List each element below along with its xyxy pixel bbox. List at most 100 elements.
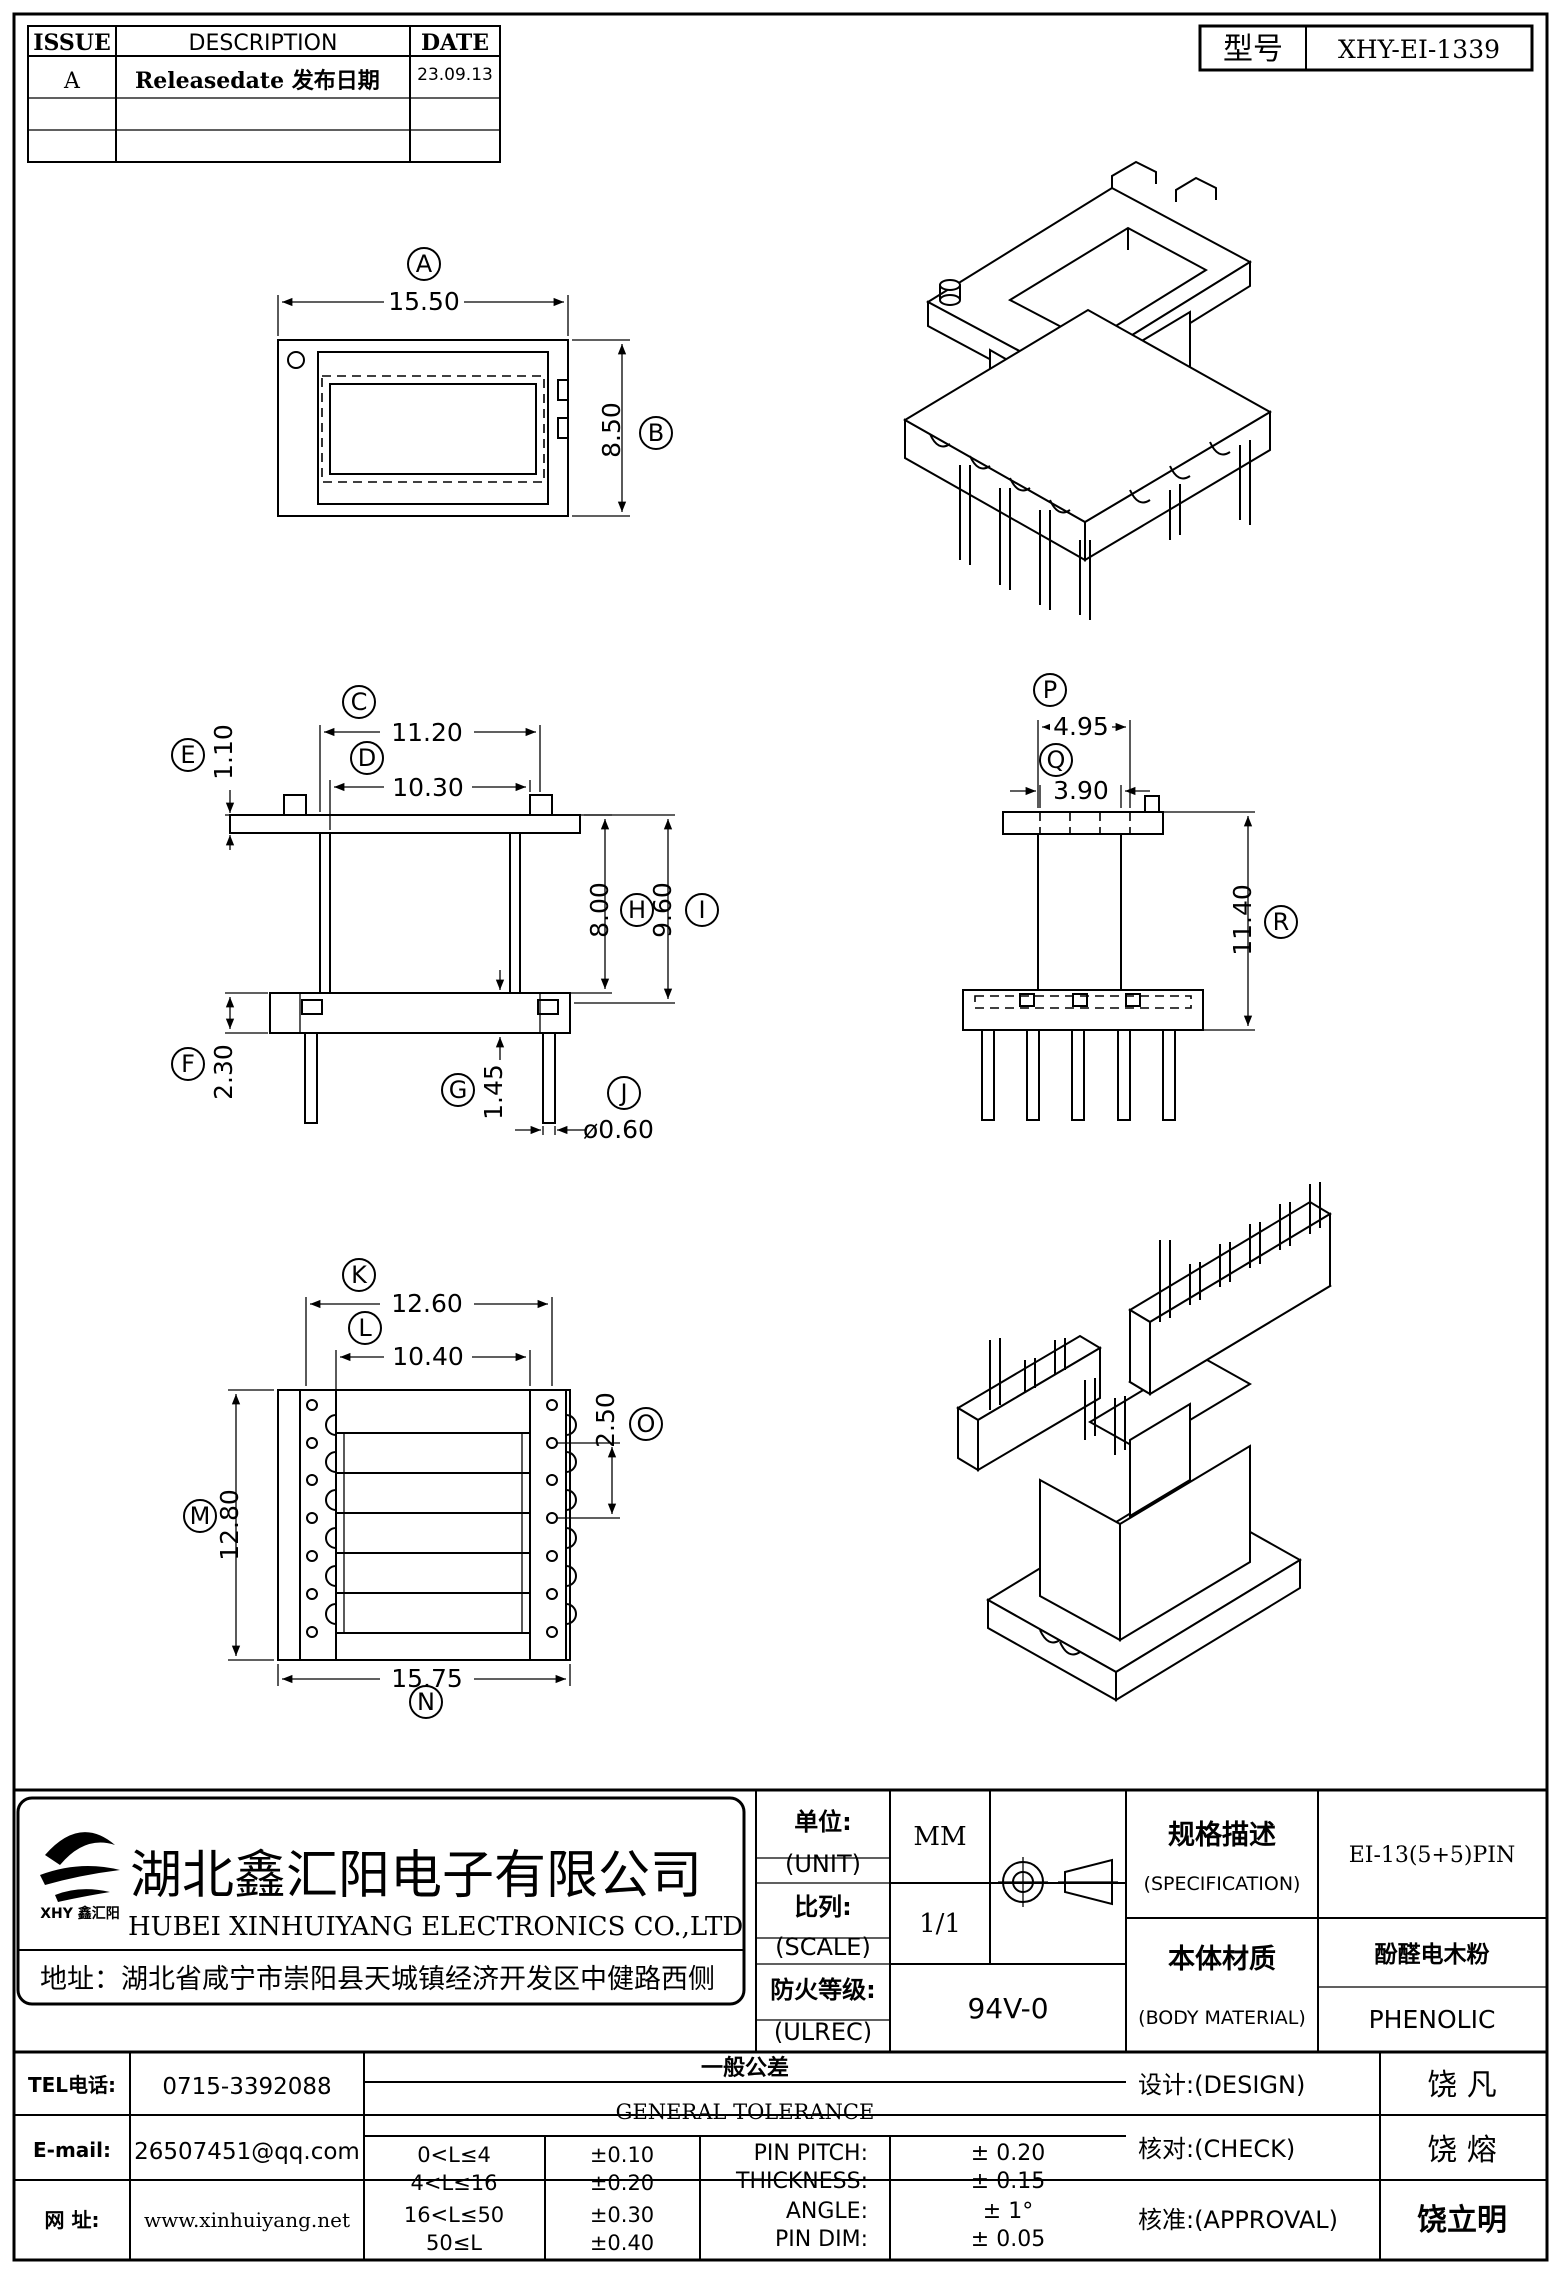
dim-bubble-J (607, 1076, 641, 1110)
tolerance-title-cn: 一般公差 (701, 2055, 789, 2081)
model-box: 型号 XHY-EI-1339 (1198, 24, 1534, 72)
dim-Q-value: 3.90 (1053, 776, 1109, 805)
tol-range-2: 4<L≤16 (411, 2171, 498, 2195)
tol-other-value-4: ± 0.05 (971, 2227, 1045, 2252)
front-view (225, 725, 675, 1135)
design-label: 设计:(DESIGN) (1138, 2071, 1305, 2099)
top-view (277, 288, 630, 517)
dim-bubble-label-E: E (180, 741, 195, 769)
model-label: 型号 (1223, 32, 1283, 67)
web-label: 网 址: (45, 2208, 100, 2232)
unit-label-cn: 单位: (794, 1808, 852, 1836)
dim-bubble-H (620, 893, 654, 927)
dim-bubble-label-I: I (698, 896, 705, 924)
dim-A-value: 15.50 (388, 287, 460, 316)
spec-label-cn: 规格描述 (1168, 1820, 1276, 1851)
dim-R-value: 11.40 (1228, 884, 1257, 956)
ulrec-value: 94V-0 (967, 1992, 1048, 2025)
tol-value-3: ±0.30 (590, 2203, 654, 2227)
design-value: 饶 凡 (1427, 2068, 1497, 2103)
dim-bubble-label-B: B (648, 419, 664, 447)
logo-text: XHY 鑫汇阳 (40, 1905, 120, 1922)
tolerance-title-en: GENERAL TOLERANCE (616, 2100, 875, 2124)
tol-range-1: 0<L≤4 (417, 2143, 491, 2167)
material-value-en: PHENOLIC (1369, 2005, 1496, 2034)
row-description: Releasedate 发布日期 (135, 68, 380, 94)
tol-value-2: ±0.20 (590, 2171, 654, 2195)
spec-value: EI-13(5+5)PIN (1349, 1843, 1516, 1868)
dim-bubble-I (685, 893, 719, 927)
row-issue: A (63, 69, 81, 94)
dim-bubble-label-R: R (1273, 908, 1290, 936)
dim-bubble-E (171, 738, 205, 772)
company-name-en: HUBEI XINHUIYANG ELECTRONICS CO.,LTD (128, 1912, 743, 1942)
material-label-en: (BODY MATERIAL) (1138, 2007, 1306, 2029)
material-label-cn: 本体材质 (1168, 1944, 1276, 1975)
dim-bubble-label-J: J (618, 1079, 627, 1107)
dim-bubble-F (171, 1047, 205, 1081)
email-value: 26507451@qq.com (134, 2139, 360, 2165)
dim-bubble-label-O: O (637, 1410, 656, 1438)
company-logo: XHY 鑫汇阳 (40, 1832, 120, 1922)
dim-bubble-G (441, 1073, 475, 1107)
dim-B-value: 8.50 (597, 402, 626, 458)
dim-bubble-M (183, 1499, 217, 1533)
dim-bubble-N (409, 1685, 443, 1719)
projection-symbol-icon (998, 1857, 1118, 1907)
tol-other-value-3: ± 1° (983, 2199, 1033, 2224)
tol-range-4: 50≤L (426, 2231, 482, 2255)
approval-value: 饶立明 (1417, 2203, 1507, 2238)
dim-bubble-K (342, 1258, 376, 1292)
dim-H-value: 8.00 (585, 882, 614, 938)
drawing-frame (12, 12, 1549, 2262)
dim-bubble-label-A: A (416, 250, 433, 278)
check-value: 饶 熔 (1427, 2133, 1497, 2168)
scale-value: 1/1 (919, 1909, 961, 1939)
material-value-cn: 酚醛电木粉 (1375, 1942, 1490, 1968)
tol-value-1: ±0.10 (590, 2143, 654, 2167)
header-description: DESCRIPTION (189, 31, 338, 56)
dim-O-value: 2.50 (591, 1392, 620, 1448)
company-address: 地址：湖北省咸宁市崇阳县天城镇经济开发区中健路西侧 (40, 1964, 715, 1995)
spec-label-en: (SPECIFICATION) (1144, 1873, 1301, 1895)
dim-bubble-label-P: P (1043, 676, 1057, 704)
dim-bubble-C (342, 685, 376, 719)
tel-value: 0715-3392088 (162, 2074, 331, 2100)
unit-label-en: (UNIT) (785, 1850, 861, 1878)
dim-bubble-A (407, 247, 441, 281)
dim-bubble-label-D: D (358, 744, 376, 772)
web-value: www.xinhuiyang.net (144, 2208, 350, 2232)
ulrec-label-en: (ULREC) (774, 2018, 872, 2046)
row-date: 23.09.13 (417, 65, 493, 85)
dim-P-value: 4.95 (1053, 712, 1109, 741)
dim-N-value: 15.75 (391, 1664, 463, 1693)
dim-bubble-label-F: F (181, 1050, 195, 1078)
dim-bubble-label-C: C (351, 688, 368, 716)
dim-bubble-label-K: K (351, 1261, 368, 1289)
dim-bubble-label-H: H (628, 896, 646, 924)
isometric-top-view (903, 160, 1272, 620)
dim-bubble-Q (1039, 743, 1073, 777)
revision-table: ISSUE DESCRIPTION DATE A Releasedate 发布日… (27, 25, 501, 163)
dim-M-value: 12.80 (215, 1489, 244, 1561)
dim-F-value: 2.30 (209, 1044, 238, 1100)
isometric-bottom-view (956, 1182, 1332, 1702)
dim-bubble-label-G: G (449, 1076, 468, 1104)
tel-label: TEL电话: (28, 2073, 116, 2097)
title-block (14, 1788, 1547, 2260)
dim-C-value: 11.20 (391, 718, 463, 747)
dim-bubble-B (639, 416, 673, 450)
tol-other-label-4: PIN DIM: (775, 2227, 868, 2252)
tol-value-4: ±0.40 (590, 2231, 654, 2255)
tol-other-label-1: PIN PITCH: (754, 2141, 868, 2166)
unit-value: MM (913, 1822, 966, 1852)
dim-G-value: 1.45 (479, 1064, 508, 1120)
dim-bubble-D (350, 741, 384, 775)
scale-label-en: (SCALE) (775, 1933, 871, 1961)
dim-bubble-R (1264, 905, 1298, 939)
dim-E-value: 1.10 (209, 724, 238, 780)
dim-bubble-label-M: M (190, 1502, 211, 1530)
dim-J-value: ø0.60 (583, 1115, 654, 1144)
